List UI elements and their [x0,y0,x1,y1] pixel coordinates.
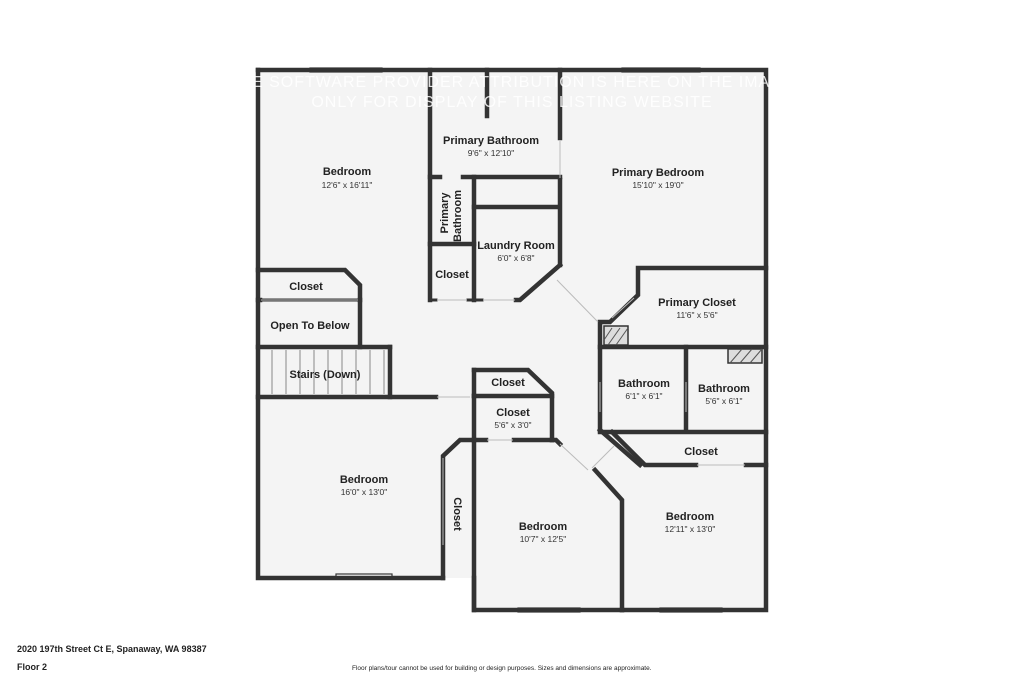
label-primary-closet: Primary Closet [658,297,736,309]
dim-primary-closet: 11'6" x 5'6" [676,310,717,320]
footer-disclaimer: Floor plans/tour cannot be used for buil… [352,665,652,672]
label-closet-se: Closet [684,446,718,458]
dim-primary-bedroom: 15'10" x 19'0" [632,180,683,190]
label-primary-bathroom-small-2: Bathroom [452,190,464,242]
label-closet-hall: Closet [496,407,530,419]
dim-bedroom-sw: 16'0" x 13'0" [341,487,388,497]
dim-bathroom-a: 6'1" x 6'1" [625,391,662,401]
label-bedroom-nw: Bedroom [323,166,372,178]
label-bathroom-a: Bathroom [618,378,670,390]
stair-treads [271,350,385,394]
dim-bedroom-nw: 12'6" x 16'11" [322,180,373,190]
label-laundry: Laundry Room [477,240,555,252]
dim-primary-bathroom: 9'6" x 12'10" [468,148,515,158]
interior-walls [255,67,769,613]
label-closet-nw: Closet [289,281,323,293]
label-closet-laundry: Closet [435,269,469,281]
label-stairs: Stairs (Down) [290,369,361,381]
dim-laundry: 6'0" x 6'8" [497,253,534,263]
label-bedroom-sw: Bedroom [340,474,389,486]
label-closet-hall-small: Closet [491,377,525,389]
label-open-to-below: Open To Below [270,320,350,332]
label-bedroom-se: Bedroom [666,511,715,523]
door-openings [261,140,745,545]
dim-closet-hall: 5'6" x 3'0" [494,420,531,430]
label-closet-sw: Closet [451,497,463,531]
footer-address: 2020 197th Street Ct E, Spanaway, WA 983… [17,644,207,654]
label-primary-bedroom: Primary Bedroom [612,167,705,179]
footer-floor: Floor 2 [17,662,48,672]
hatched-shafts [603,325,763,364]
dim-bedroom-s: 10'7" x 12'5" [520,534,567,544]
dim-bedroom-se: 12'11" x 13'0" [665,524,716,534]
label-primary-bathroom-small-1: Primary [439,192,451,234]
room-labels: Bedroom 12'6" x 16'11" Primary Bathroom … [270,135,750,544]
dim-bathroom-b: 5'6" x 6'1" [705,396,742,406]
watermark: THE SOFTWARE PROVIDER ATTRIBUTION IS HER… [229,74,796,111]
watermark-line-1: THE SOFTWARE PROVIDER ATTRIBUTION IS HER… [229,74,796,91]
label-primary-bathroom: Primary Bathroom [443,135,539,147]
floor-fill [258,70,766,612]
watermark-line-2: ONLY FOR DISPLAY OF THIS LISTING WEBSITE [311,94,712,111]
label-bedroom-s: Bedroom [519,521,568,533]
label-bathroom-b: Bathroom [698,383,750,395]
